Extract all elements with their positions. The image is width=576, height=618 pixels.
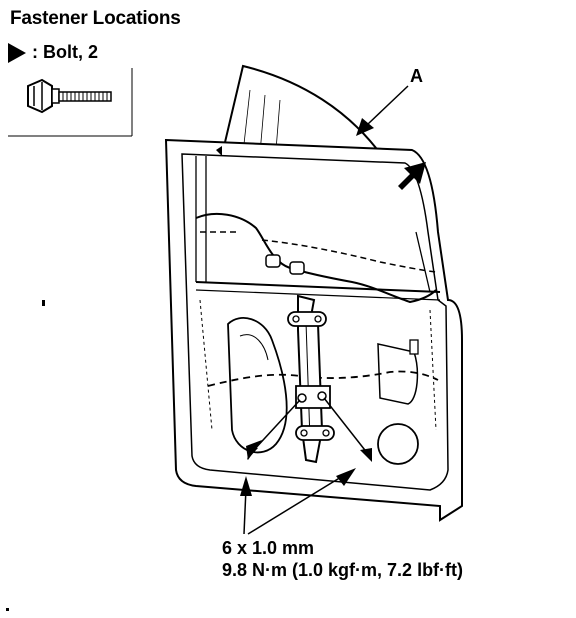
- bolt-leaders: [246, 397, 372, 462]
- bolt-icon: [27, 78, 112, 114]
- window-regulator: [207, 370, 439, 387]
- glass-clamp: [295, 385, 331, 409]
- upper-bracket: [287, 311, 327, 327]
- bolt-legend: : Bolt, 2: [8, 42, 98, 63]
- torque-label: 9.8 N·m (1.0 kgf·m, 7.2 lbf·ft): [222, 560, 464, 580]
- callout-leader: [356, 85, 409, 136]
- door-openings: [199, 299, 437, 465]
- regulator-rail: [287, 294, 335, 464]
- triangle-marker-icon: [246, 440, 262, 460]
- lower-bracket: [295, 425, 335, 441]
- spec-leaders: [240, 468, 356, 535]
- stray-mark: [42, 300, 45, 306]
- wire-harness: [195, 212, 437, 304]
- bolt-legend-label: : Bolt, 2: [32, 42, 98, 62]
- direction-arrow-icon: [398, 162, 426, 190]
- stray-mark: [6, 608, 9, 611]
- bolt-inset: [8, 68, 133, 137]
- triangle-marker-icon: [8, 42, 26, 63]
- bolt-size-label: 6 x 1.0 mm: [222, 538, 315, 558]
- callout-a-label: A: [410, 66, 423, 86]
- page-title: Fastener Locations: [10, 8, 181, 29]
